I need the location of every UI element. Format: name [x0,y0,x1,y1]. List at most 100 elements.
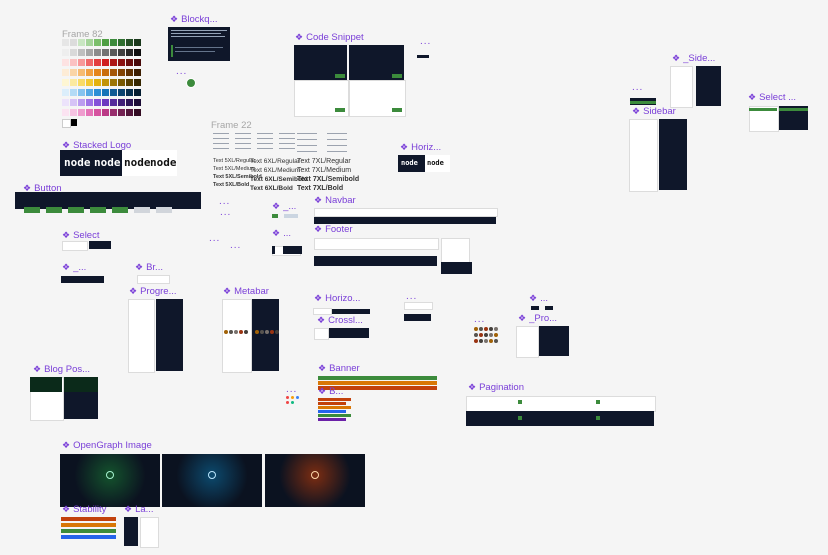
crosslink-preview-dark[interactable] [314,328,369,338]
button-variant[interactable] [46,207,62,213]
button-row[interactable] [24,207,204,215]
color-swatch[interactable] [78,59,85,66]
b-component-label[interactable]: ❖B... [318,386,344,397]
stacked-logo-component-label[interactable]: ❖Stacked Logo [62,140,132,151]
color-swatch[interactable] [94,79,101,86]
blockquote-preview[interactable] [168,27,230,61]
color-swatch[interactable] [134,59,141,66]
button-variant[interactable] [156,207,172,213]
color-swatch[interactable] [118,89,125,96]
color-swatch[interactable] [110,49,117,56]
banner-variant[interactable] [318,381,437,385]
color-swatch[interactable] [70,99,77,106]
color-swatch[interactable] [86,39,93,46]
color-swatch[interactable] [62,89,69,96]
side-preview-dark[interactable] [696,66,721,106]
stability-stack[interactable] [61,517,116,543]
button-variant[interactable] [68,207,84,213]
text-style-sample[interactable]: Text 5XL/Regular [213,158,256,164]
badge-variant[interactable] [318,414,351,417]
color-swatch[interactable] [110,69,117,76]
color-swatch[interactable] [70,69,77,76]
color-swatch[interactable] [110,59,117,66]
more-dots-icon[interactable]: ... [219,196,231,207]
stacked-logo-dark[interactable]: node node [60,150,122,176]
color-swatch[interactable] [118,69,125,76]
select-top-component-label[interactable]: ❖Select ... [748,92,797,103]
metabar-preview-light[interactable] [222,299,252,373]
color-swatch[interactable] [62,49,69,56]
badge-stack[interactable] [318,398,352,422]
color-swatch[interactable] [94,59,101,66]
text-style-sample[interactable]: Text 6XL/Semibold [250,176,308,183]
stability-variant[interactable] [61,535,116,539]
color-swatch[interactable] [126,69,133,76]
color-swatch[interactable] [94,39,101,46]
progress-preview-light[interactable] [128,299,155,373]
blog-pos-component-label[interactable]: ❖Blog Pos... [33,364,91,375]
side-component-label[interactable]: ❖_Side... [672,53,716,64]
opengraph-component-label[interactable]: ❖OpenGraph Image [62,440,152,451]
small-preview-dark[interactable] [283,246,302,254]
navbar-preview-light[interactable] [314,208,498,217]
text-style-sample[interactable]: Text 6XL/Bold [250,185,293,192]
horiz-logo-light[interactable]: node [425,155,450,172]
horiz-logo-dark[interactable]: node [398,155,425,172]
more-dots-icon[interactable]: ... [406,291,418,302]
color-swatch[interactable] [102,69,109,76]
copy-button[interactable] [335,108,345,112]
color-swatch[interactable] [78,99,85,106]
color-swatch[interactable] [118,79,125,86]
text-style-sample[interactable]: Text 6XL/Medium [250,167,301,174]
color-swatch[interactable] [78,109,85,116]
color-swatch[interactable] [110,39,117,46]
text-style-sample[interactable]: Text 7XL/Medium [297,167,352,174]
color-swatch[interactable] [62,99,69,106]
pro-preview-light[interactable] [516,326,539,358]
more-dots-icon[interactable]: ... [632,82,644,93]
sidebar-component-label[interactable]: ❖Sidebar [632,106,676,117]
progress-preview-dark[interactable] [156,299,183,371]
badge-variant[interactable] [318,402,346,405]
color-swatch[interactable] [126,109,133,116]
pro-component-label[interactable]: ❖_Pro... [518,313,558,324]
horizontal-preview-dark[interactable] [313,309,370,314]
small-dark-preview[interactable] [61,276,104,283]
color-swatch[interactable] [110,109,117,116]
color-swatch[interactable] [134,109,141,116]
color-swatch[interactable] [62,119,71,128]
more-dots-icon[interactable]: ... [286,384,298,395]
color-swatch[interactable] [94,49,101,56]
badge-variant[interactable] [318,418,346,421]
select-preview-light[interactable] [62,241,88,251]
color-swatch[interactable] [78,79,85,86]
stability-variant[interactable] [61,517,116,521]
color-swatch[interactable] [118,109,125,116]
banner-variant[interactable] [318,386,437,390]
color-swatch[interactable] [102,79,109,86]
la-preview-dark[interactable] [124,517,138,546]
select-preview-dark[interactable] [89,241,111,249]
banner-stack[interactable] [318,376,437,392]
color-swatch[interactable] [78,39,85,46]
color-swatch[interactable] [86,49,93,56]
small-component-label-2[interactable]: ❖... [272,228,291,239]
color-swatch[interactable] [94,109,101,116]
color-swatch[interactable] [86,79,93,86]
progre-component-label[interactable]: ❖Progre... [129,286,177,297]
color-swatch[interactable] [86,89,93,96]
color-swatch[interactable] [102,109,109,116]
blockquote-component-label[interactable]: ❖Blockq... [170,14,218,25]
button-variant[interactable] [24,207,40,213]
color-swatch[interactable] [94,89,101,96]
color-palette[interactable] [62,39,142,128]
color-swatch[interactable] [118,59,125,66]
color-swatch[interactable] [86,109,93,116]
more-dots-icon[interactable]: ... [220,207,232,218]
color-swatch[interactable] [70,89,77,96]
crossl-component-label[interactable]: ❖Crossl... [317,315,363,326]
text-style-sample[interactable]: Text 5XL/Medium [213,166,256,172]
